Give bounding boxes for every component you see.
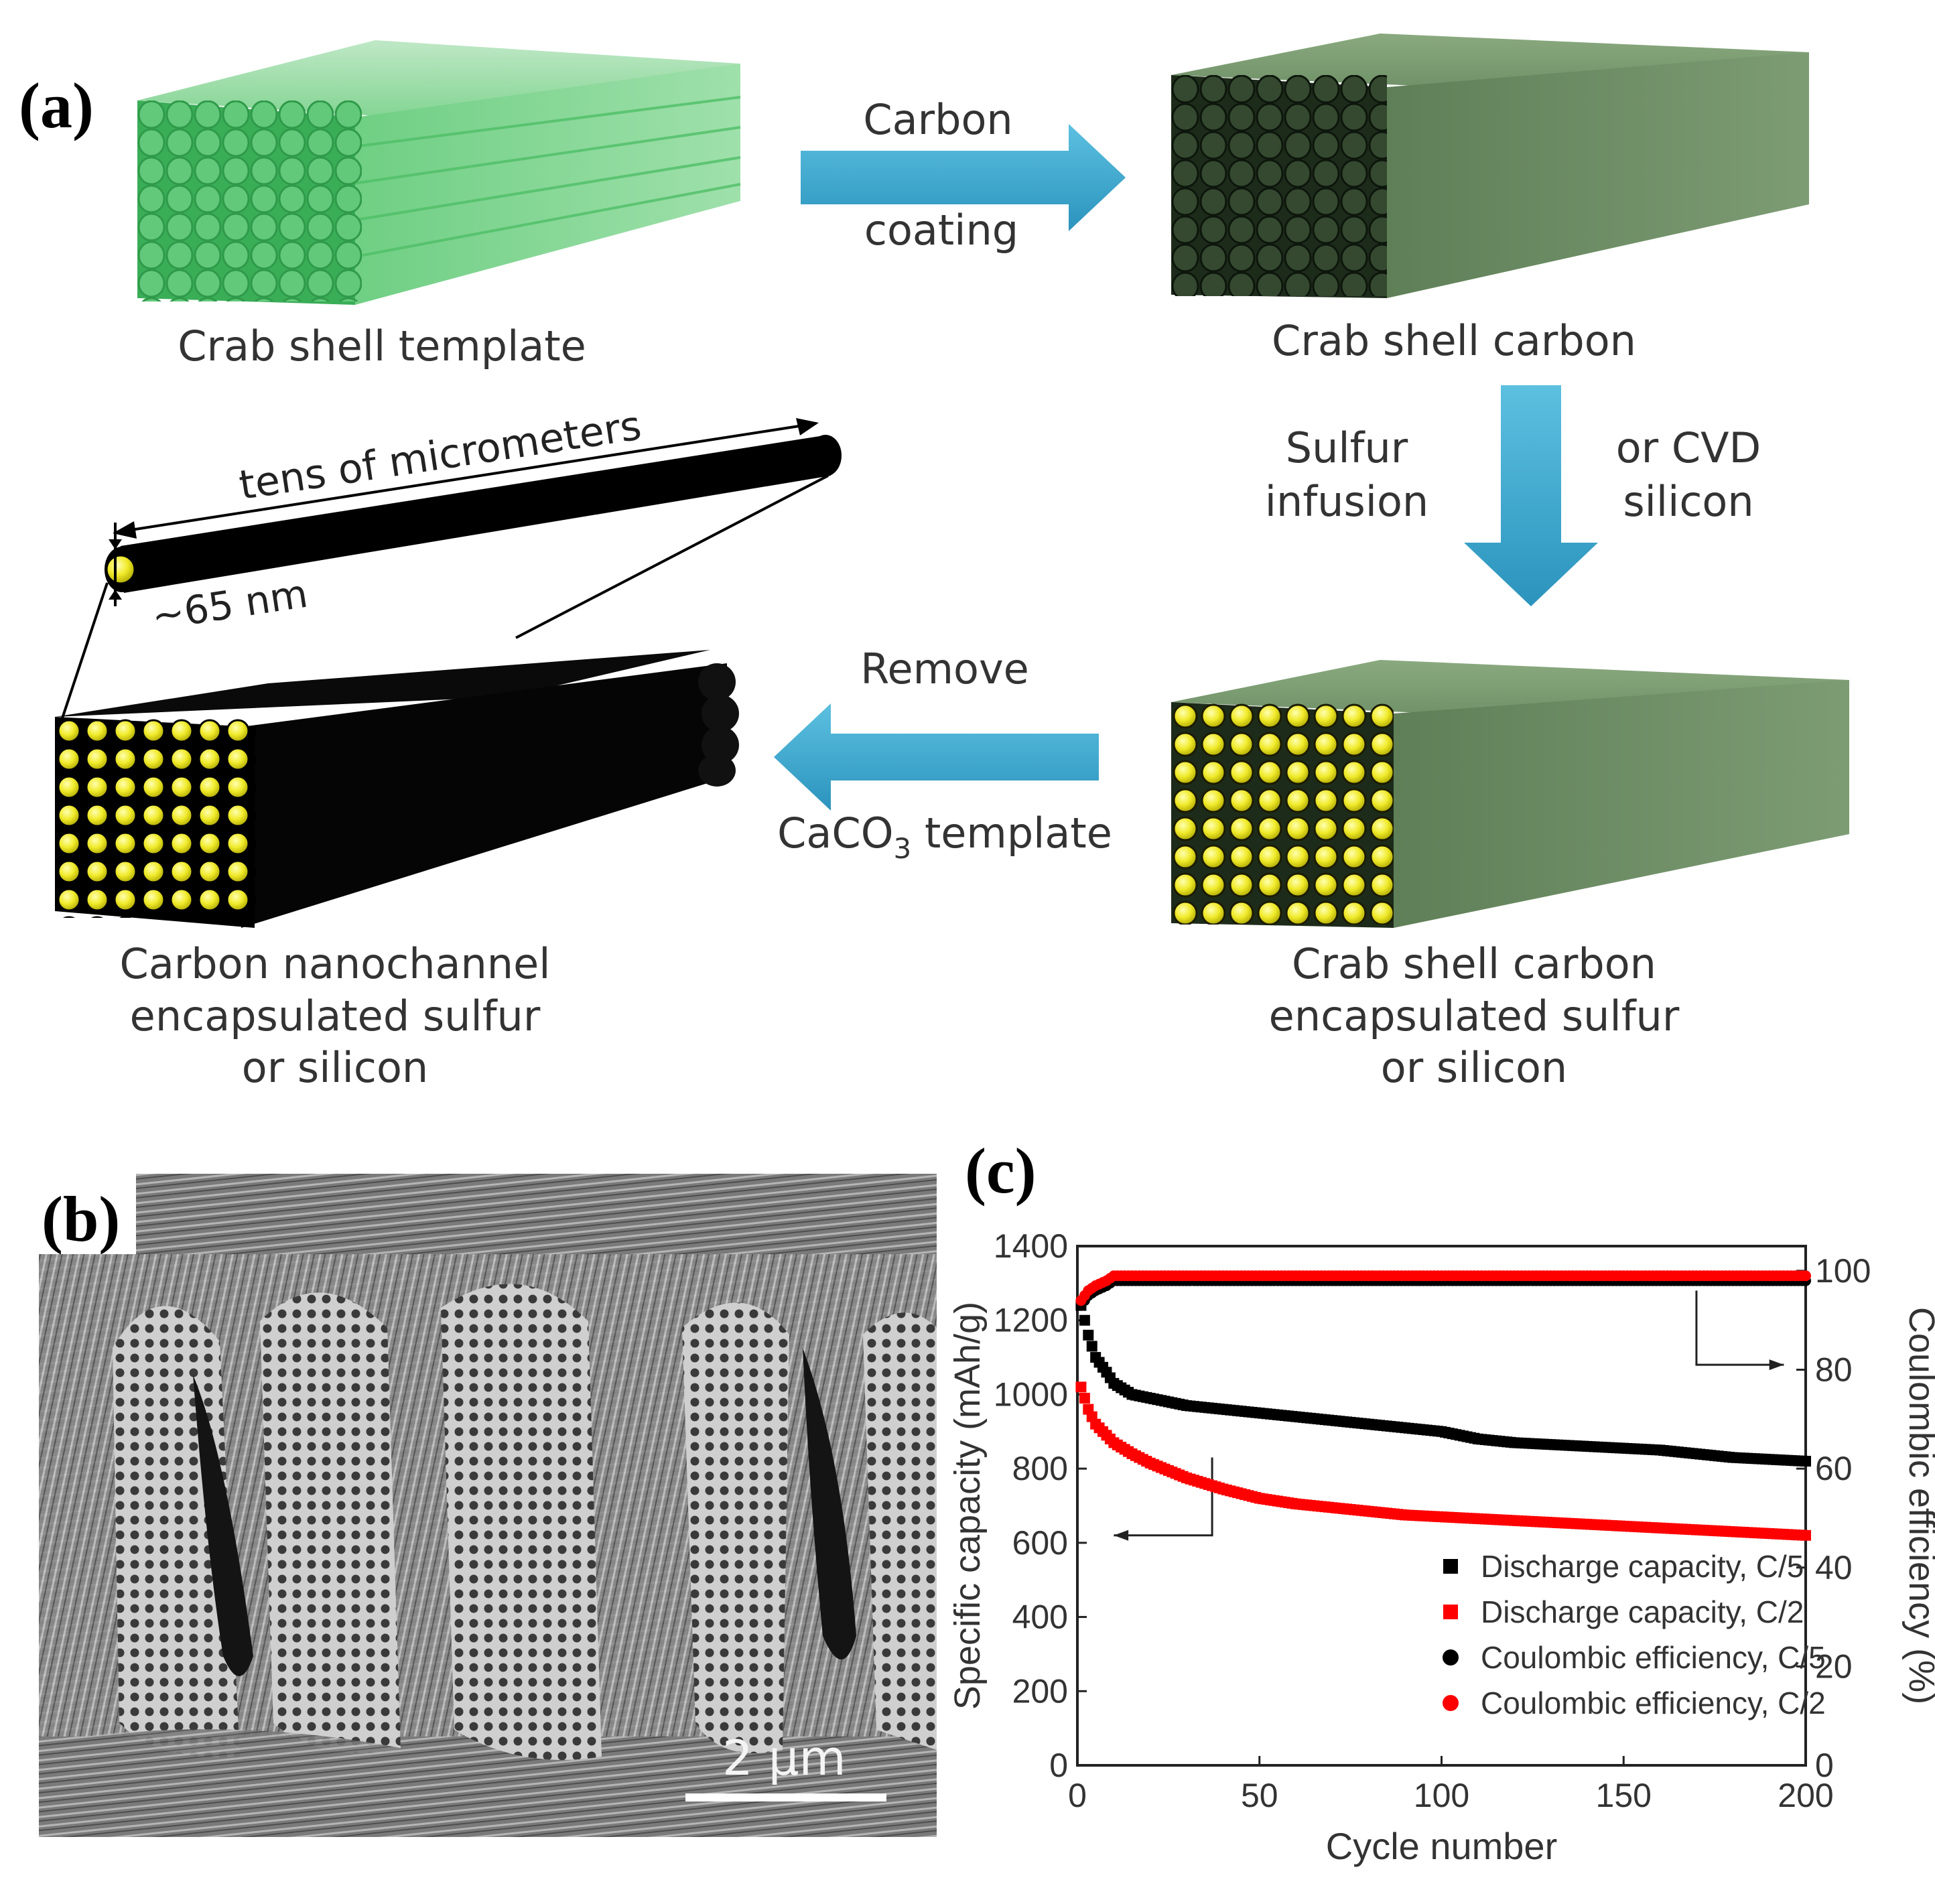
series-0 <box>1075 1300 1811 1467</box>
caption-carbon-nanochannel: Carbon nanochannel encapsulated sulfur o… <box>119 939 551 1092</box>
arrow-label-infusion: infusion <box>1265 477 1428 526</box>
remove-template-arrow <box>774 703 1099 811</box>
y-axis-label: Specific capacity (mAh/g) <box>947 1302 988 1710</box>
sem-texture <box>39 1174 937 1837</box>
sem-image: 2 μm <box>39 1174 937 1837</box>
y2-tick-label: 0 <box>1815 1747 1834 1784</box>
y-tick-label: 600 <box>1012 1524 1068 1562</box>
data-point <box>1800 1270 1811 1282</box>
series-1 <box>1075 1381 1811 1541</box>
x-tick-label: 200 <box>1778 1777 1833 1814</box>
legend-label: Coulombic efficiency, C/5 <box>1481 1640 1826 1675</box>
y-tick-label: 1200 <box>994 1302 1068 1339</box>
left-axis-indicator-head <box>1114 1529 1129 1541</box>
y2-axis-label: Coulombic efficiency (%) <box>1901 1307 1935 1704</box>
data-point <box>1800 1529 1811 1541</box>
crab-shell-carbon-encapsulated-block <box>1171 660 1849 928</box>
panel-a-schematic: Carbon coating Sulfur infusion or CVD si… <box>55 33 1849 928</box>
y2-tick-label: 20 <box>1815 1647 1853 1685</box>
y-tick-label: 400 <box>1012 1599 1068 1636</box>
single-nanochannel-detail <box>60 418 842 721</box>
y-tick-label: 200 <box>1012 1672 1068 1710</box>
x-tick-label: 100 <box>1414 1777 1469 1814</box>
x-tick-label: 0 <box>1068 1777 1087 1814</box>
crab-shell-carbon-block <box>1171 33 1809 298</box>
carbon-coating-arrow <box>801 124 1126 231</box>
y2-tick-label: 80 <box>1815 1351 1853 1389</box>
scale-bar-label: 2 μm <box>722 1730 846 1786</box>
right-axis-indicator-arrow <box>1695 1290 1784 1366</box>
data-point <box>1075 1381 1087 1393</box>
y-tick-label: 1000 <box>994 1375 1068 1413</box>
data-point <box>1079 1314 1090 1326</box>
legend-label: Discharge capacity, C/5 <box>1481 1549 1804 1584</box>
right-axis-indicator-head <box>1769 1359 1784 1371</box>
series-3 <box>1075 1270 1811 1306</box>
legend-marker <box>1443 1605 1458 1619</box>
data-point <box>1086 1341 1097 1352</box>
arrow-label-silicon: silicon <box>1623 477 1753 526</box>
data-point <box>1083 1329 1094 1341</box>
panel-b-label: (b) <box>42 1183 121 1255</box>
arrow-label-sulfur: Sulfur <box>1286 423 1408 472</box>
crab-shell-template-block <box>137 40 741 305</box>
data-point <box>1079 1392 1090 1404</box>
carbon-nanochannel-block <box>55 650 739 928</box>
y2-tick-label: 100 <box>1815 1252 1871 1290</box>
caption-crab-shell-carbon: Crab shell carbon <box>1272 316 1636 365</box>
arrow-label-or-cvd: or CVD <box>1616 423 1761 472</box>
panel-b-label-box <box>39 1174 136 1254</box>
x-tick-label: 150 <box>1596 1777 1652 1814</box>
y2-tick-label: 60 <box>1815 1450 1853 1487</box>
sulfur-infusion-arrow <box>1464 385 1598 606</box>
legend-marker <box>1443 1649 1459 1665</box>
y-tick-label: 800 <box>1012 1450 1068 1487</box>
scale-bar <box>685 1793 886 1801</box>
caption-crab-shell-template: Crab shell template <box>178 322 586 370</box>
arrow-label-carbon: Carbon <box>863 95 1012 144</box>
arrow-label-remove: Remove <box>860 644 1029 693</box>
legend-marker <box>1443 1559 1458 1574</box>
panel-c-label: (c) <box>965 1135 1037 1207</box>
panel-a-label: (a) <box>19 70 94 141</box>
legend-label: Discharge capacity, C/2 <box>1481 1594 1804 1629</box>
legend-marker <box>1443 1695 1459 1711</box>
x-tick-label: 50 <box>1241 1777 1278 1814</box>
arrow-label-coating: coating <box>864 206 1018 255</box>
caption-crab-shell-carbon-encapsulated: Crab shell carbon encapsulated sulfur or… <box>1268 939 1680 1092</box>
data-point <box>1800 1456 1811 1467</box>
legend-label: Coulombic efficiency, C/2 <box>1481 1686 1826 1720</box>
x-axis-label: Cycle number <box>1326 1825 1557 1867</box>
y2-tick-label: 40 <box>1815 1549 1853 1586</box>
chart-series <box>1075 1270 1811 1541</box>
arrow-label-caco3-template: CaCO3 template <box>777 809 1112 865</box>
y-tick-label: 0 <box>1049 1747 1068 1784</box>
y-tick-label: 1400 <box>994 1227 1068 1265</box>
